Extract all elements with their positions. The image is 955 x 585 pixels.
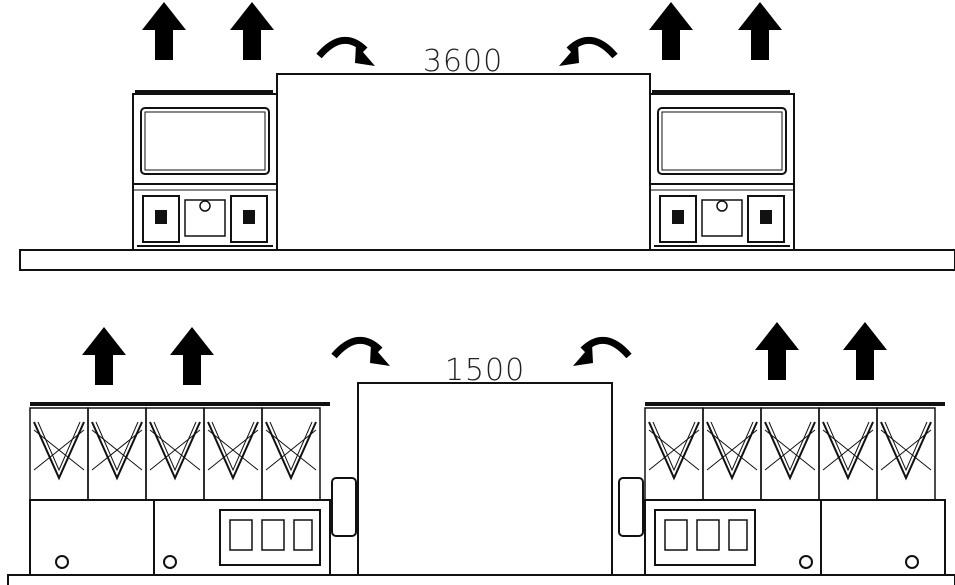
up-arrow-icon	[142, 2, 186, 60]
clearance-zone	[276, 73, 651, 251]
top-layout: 3600	[19, 2, 955, 271]
clearance-label: 3600	[423, 44, 503, 79]
chiller-unit-right-large	[618, 402, 946, 576]
up-arrow-icon	[649, 2, 693, 60]
curved-arrow-left-icon	[559, 40, 615, 66]
base-slab	[7, 574, 955, 585]
chiller-unit-left-large	[29, 402, 357, 576]
up-arrow-icon	[843, 322, 887, 380]
up-arrow-icon	[738, 2, 782, 60]
up-arrow-icon	[82, 327, 126, 385]
curved-arrow-left-icon	[573, 340, 629, 366]
chiller-unit-right	[648, 90, 796, 254]
up-arrow-icon	[230, 2, 274, 60]
curved-arrow-right-icon	[319, 40, 375, 66]
bottom-layout: 1500	[7, 322, 955, 585]
clearance-zone	[357, 382, 613, 576]
up-arrow-icon	[170, 327, 214, 385]
base-slab	[19, 249, 955, 271]
curved-arrow-right-icon	[334, 340, 390, 366]
clearance-label: 1500	[445, 353, 525, 388]
up-arrow-icon	[755, 322, 799, 380]
chiller-unit-left	[131, 90, 279, 254]
